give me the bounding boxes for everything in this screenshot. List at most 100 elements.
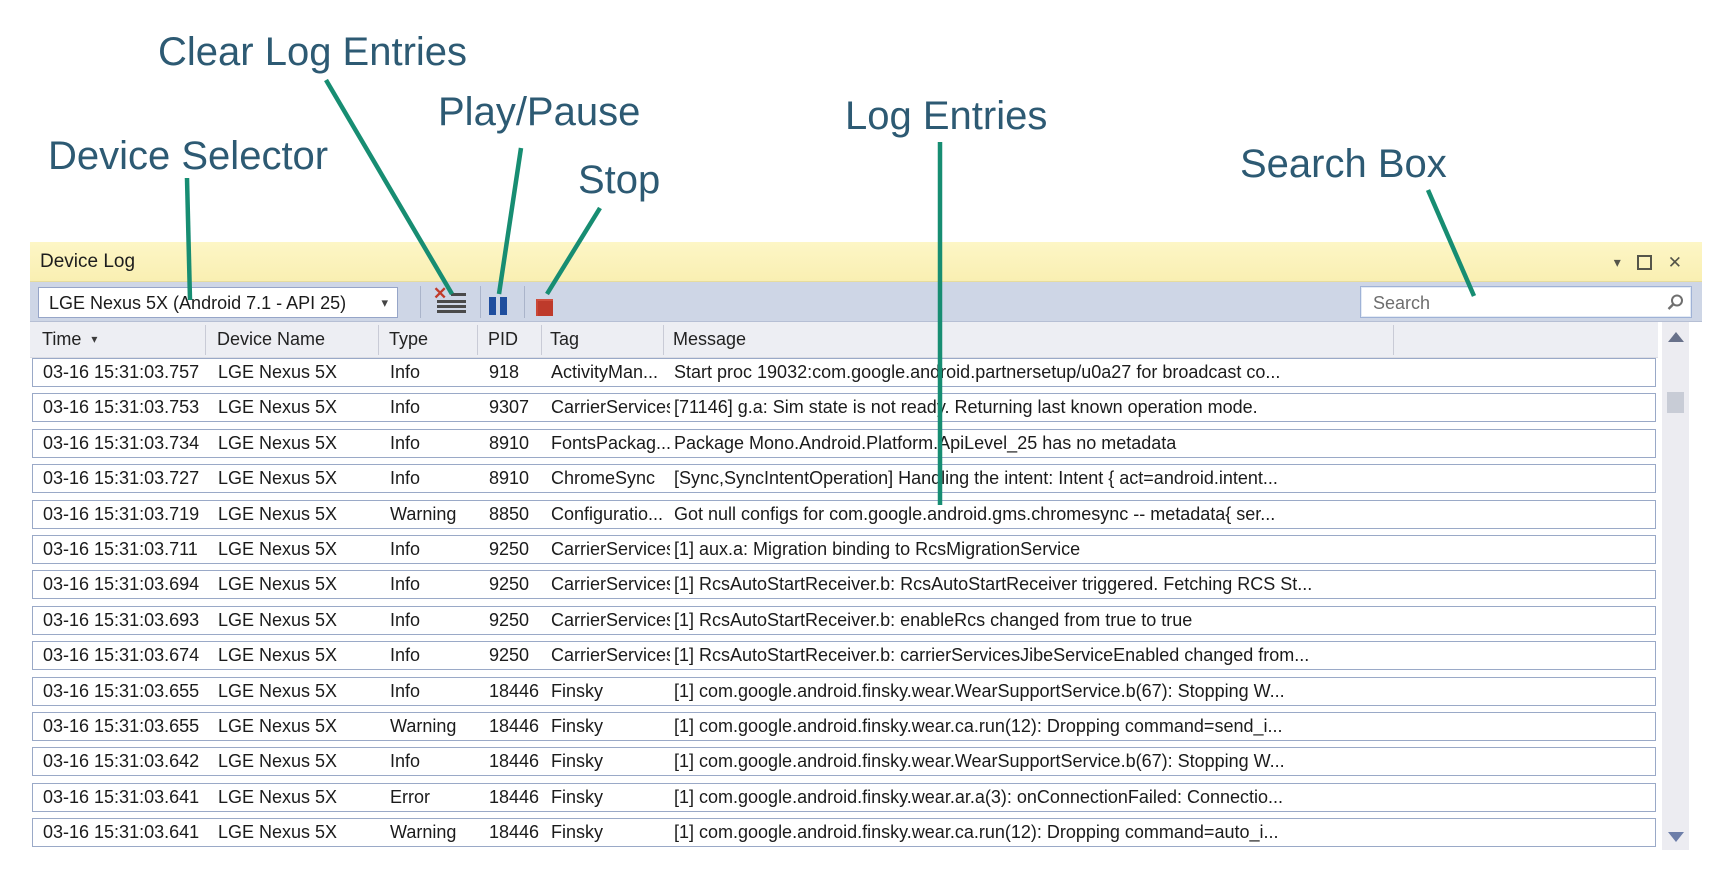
toolbar-separator: [420, 286, 421, 318]
cell-message: [1] com.google.android.finsky.wear.ca.ru…: [674, 716, 1283, 736]
cell-tag: Finsky: [551, 751, 604, 771]
log-entry-row[interactable]: 03-16 15:31:03.655 LGE Nexus 5X Warning …: [32, 712, 1656, 741]
cell-device-name: LGE Nexus 5X: [218, 610, 338, 630]
cell-tag: Finsky: [551, 787, 604, 807]
log-entry-row[interactable]: 03-16 15:31:03.719 LGE Nexus 5X Warning …: [32, 500, 1656, 529]
annotation-play-pause: Play/Pause: [438, 90, 641, 134]
cell-tag: Finsky: [551, 822, 604, 842]
column-separator[interactable]: [1393, 325, 1394, 355]
scroll-down-icon[interactable]: [1668, 832, 1684, 842]
window-menu-icon[interactable]: ▾: [1613, 254, 1621, 270]
cell-tag: Configuratio...: [551, 504, 664, 524]
cell-tag: FontsPackag...: [551, 433, 670, 453]
column-separator[interactable]: [541, 325, 542, 355]
scroll-up-icon[interactable]: [1668, 332, 1684, 342]
cell-message: [1] aux.a: Migration binding to RcsMigra…: [674, 539, 1081, 559]
toolbar-separator: [480, 286, 481, 318]
play-pause-button[interactable]: [489, 291, 513, 321]
cell-device-name: LGE Nexus 5X: [218, 539, 338, 559]
column-separator[interactable]: [663, 325, 664, 355]
cell-type: Info: [390, 362, 421, 382]
close-icon[interactable]: ✕: [1667, 252, 1682, 272]
column-header-type[interactable]: Type: [389, 329, 429, 349]
search-box: [1360, 286, 1692, 318]
cell-device-name: LGE Nexus 5X: [218, 822, 338, 842]
cell-message: Start proc 19032:com.google.android.part…: [674, 362, 1281, 382]
maximize-icon[interactable]: [1636, 254, 1652, 270]
device-selector-dropdown[interactable]: LGE Nexus 5X (Android 7.1 - API 25) ▾: [38, 287, 398, 318]
column-header-message[interactable]: Message: [673, 329, 747, 349]
cell-device-name: LGE Nexus 5X: [218, 433, 338, 453]
annotation-device-selector: Device Selector: [48, 134, 329, 178]
cell-pid: 18446: [489, 787, 540, 807]
cell-type: Warning: [390, 716, 457, 736]
cell-time: 03-16 15:31:03.655: [43, 681, 200, 701]
cell-time: 03-16 15:31:03.642: [43, 751, 200, 771]
cell-message: Got null configs for com.google.android.…: [674, 504, 1276, 524]
cell-pid: 9250: [489, 574, 530, 594]
log-entry-row[interactable]: 03-16 15:31:03.655 LGE Nexus 5X Info 184…: [32, 677, 1656, 706]
scrollbar-thumb[interactable]: [1667, 392, 1684, 413]
cell-message: [1] RcsAutoStartReceiver.b: enableRcs ch…: [674, 610, 1193, 630]
annotation-clear-log: Clear Log Entries: [158, 30, 468, 74]
cell-message: [1] com.google.android.finsky.wear.ar.a(…: [674, 787, 1284, 807]
cell-type: Info: [390, 751, 421, 771]
cell-pid: 9250: [489, 610, 530, 630]
cell-pid: 18446: [489, 716, 540, 736]
log-entry-row[interactable]: 03-16 15:31:03.641 LGE Nexus 5X Error 18…: [32, 783, 1656, 812]
log-entry-row[interactable]: 03-16 15:31:03.642 LGE Nexus 5X Info 184…: [32, 747, 1656, 776]
annotation-search-box: Search Box: [1240, 142, 1447, 186]
cell-type: Info: [390, 681, 421, 701]
log-entry-row[interactable]: 03-16 15:31:03.734 LGE Nexus 5X Info 891…: [32, 429, 1656, 458]
column-header-pid[interactable]: PID: [488, 329, 519, 349]
page-title: Device Log: [40, 251, 136, 272]
annotation-log-entries: Log Entries: [845, 94, 1048, 138]
cell-time: 03-16 15:31:03.757: [43, 362, 200, 382]
cell-pid: 18446: [489, 822, 540, 842]
cell-type: Info: [390, 539, 421, 559]
log-entry-row[interactable]: 03-16 15:31:03.753 LGE Nexus 5X Info 930…: [32, 393, 1656, 422]
cell-pid: 918: [489, 362, 520, 382]
window-controls: ▾ ✕: [1614, 250, 1682, 274]
cell-type: Info: [390, 397, 421, 417]
cell-device-name: LGE Nexus 5X: [218, 468, 338, 488]
search-icon[interactable]: [1665, 293, 1684, 317]
log-entry-row[interactable]: 03-16 15:31:03.727 LGE Nexus 5X Info 891…: [32, 464, 1656, 493]
cell-device-name: LGE Nexus 5X: [218, 716, 338, 736]
cell-time: 03-16 15:31:03.734: [43, 433, 200, 453]
column-header-time[interactable]: Time▾: [42, 329, 98, 349]
log-entry-row[interactable]: 03-16 15:31:03.694 LGE Nexus 5X Info 925…: [32, 570, 1656, 599]
cell-time: 03-16 15:31:03.655: [43, 716, 200, 736]
vertical-scrollbar[interactable]: [1662, 322, 1689, 850]
cell-type: Error: [390, 787, 430, 807]
cell-time: 03-16 15:31:03.641: [43, 822, 200, 842]
cell-message: [1] com.google.android.finsky.wear.WearS…: [674, 751, 1285, 771]
stop-button[interactable]: [536, 292, 558, 322]
log-entry-row[interactable]: 03-16 15:31:03.711 LGE Nexus 5X Info 925…: [32, 535, 1656, 564]
cell-pid: 9307: [489, 397, 530, 417]
cell-type: Warning: [390, 504, 457, 524]
cell-type: Info: [390, 468, 421, 488]
log-entry-row[interactable]: 03-16 15:31:03.757 LGE Nexus 5X Info 918…: [32, 358, 1656, 387]
cell-tag: Finsky: [551, 681, 604, 701]
column-separator[interactable]: [378, 325, 379, 355]
column-separator[interactable]: [205, 325, 206, 355]
log-entry-row[interactable]: 03-16 15:31:03.641 LGE Nexus 5X Warning …: [32, 818, 1656, 847]
device-log-panel: Device Log ▾ ✕ LGE Nexus 5X (Android 7.1…: [30, 242, 1702, 850]
column-header-tag[interactable]: Tag: [550, 329, 580, 349]
pause-icon: [489, 296, 509, 316]
panel-title-bar[interactable]: Device Log ▾ ✕: [30, 242, 1702, 282]
cell-time: 03-16 15:31:03.753: [43, 397, 200, 417]
cell-pid: 18446: [489, 751, 540, 771]
column-separator[interactable]: [477, 325, 478, 355]
cell-time: 03-16 15:31:03.674: [43, 645, 200, 665]
log-entry-row[interactable]: 03-16 15:31:03.693 LGE Nexus 5X Info 925…: [32, 606, 1656, 635]
log-entry-row[interactable]: 03-16 15:31:03.674 LGE Nexus 5X Info 925…: [32, 641, 1656, 670]
column-header-device-name[interactable]: Device Name: [217, 329, 326, 349]
cell-message: [Sync,SyncIntentOperation] Handling the …: [674, 468, 1278, 488]
search-input[interactable]: [1371, 289, 1660, 317]
cell-device-name: LGE Nexus 5X: [218, 681, 338, 701]
cell-message: [1] RcsAutoStartReceiver.b: carrierServi…: [674, 645, 1310, 665]
cell-tag: CarrierServices: [551, 645, 670, 665]
